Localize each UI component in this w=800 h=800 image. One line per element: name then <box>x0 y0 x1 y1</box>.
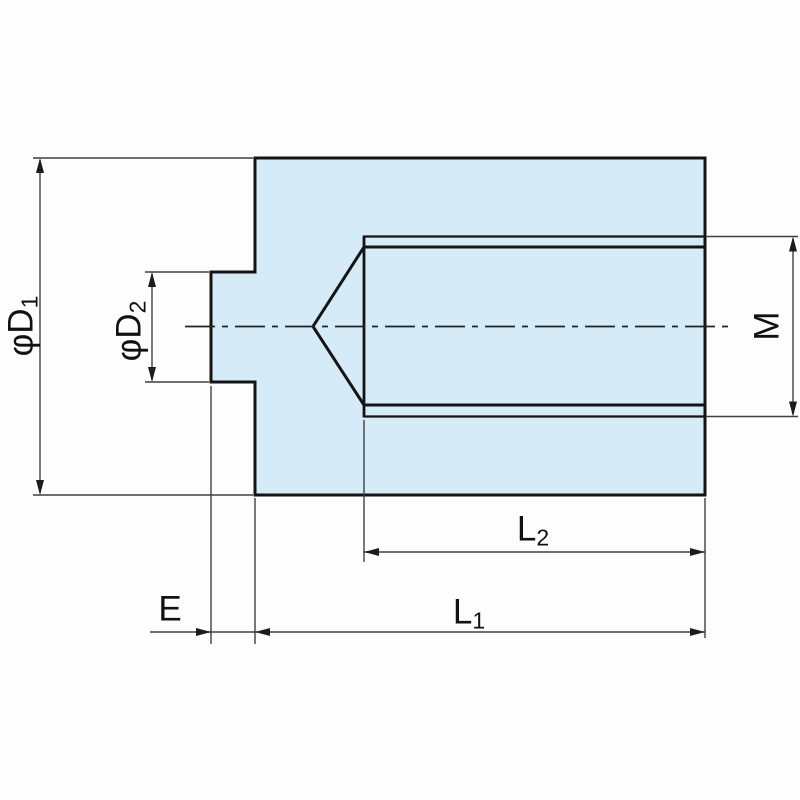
arrow-down-icon <box>36 480 44 495</box>
arrow-up-icon <box>36 158 44 173</box>
arrow-down-icon <box>789 401 797 417</box>
dimension-m <box>706 235 798 418</box>
arrow-right-icon <box>196 628 211 636</box>
label-l1: L1 <box>452 592 485 633</box>
dimension-d2 <box>145 271 209 383</box>
label-phi-d1-base: φD <box>1 308 41 357</box>
label-l2: L2 <box>516 509 549 550</box>
arrow-right-icon <box>690 628 705 636</box>
label-l1-base: L <box>452 592 473 632</box>
label-e: E <box>158 592 181 627</box>
label-phi-d2: φD2 <box>109 301 151 362</box>
arrow-up-icon <box>148 272 156 287</box>
label-l2-sub: 2 <box>536 524 550 551</box>
label-m-base: M <box>747 311 787 341</box>
dimension-l1-e <box>150 386 706 644</box>
dimension-d1 <box>33 157 253 496</box>
dimension-l2 <box>363 420 705 562</box>
arrow-left-icon <box>255 628 270 636</box>
arrow-right-icon <box>690 548 705 556</box>
label-phi-d1: φD1 <box>1 296 43 357</box>
arrow-up-icon <box>789 236 797 252</box>
label-phi-d2-sub: 2 <box>124 300 151 314</box>
arrow-left-icon <box>364 548 379 556</box>
internal-thread-lines <box>362 235 705 418</box>
label-e-base: E <box>158 589 182 629</box>
label-m: M <box>747 311 787 341</box>
label-l2-base: L <box>516 509 537 549</box>
label-l1-sub: 1 <box>472 607 486 634</box>
label-phi-d2-base: φD <box>109 313 149 362</box>
arrow-down-icon <box>148 367 156 382</box>
label-phi-d1-sub: 1 <box>16 295 43 309</box>
